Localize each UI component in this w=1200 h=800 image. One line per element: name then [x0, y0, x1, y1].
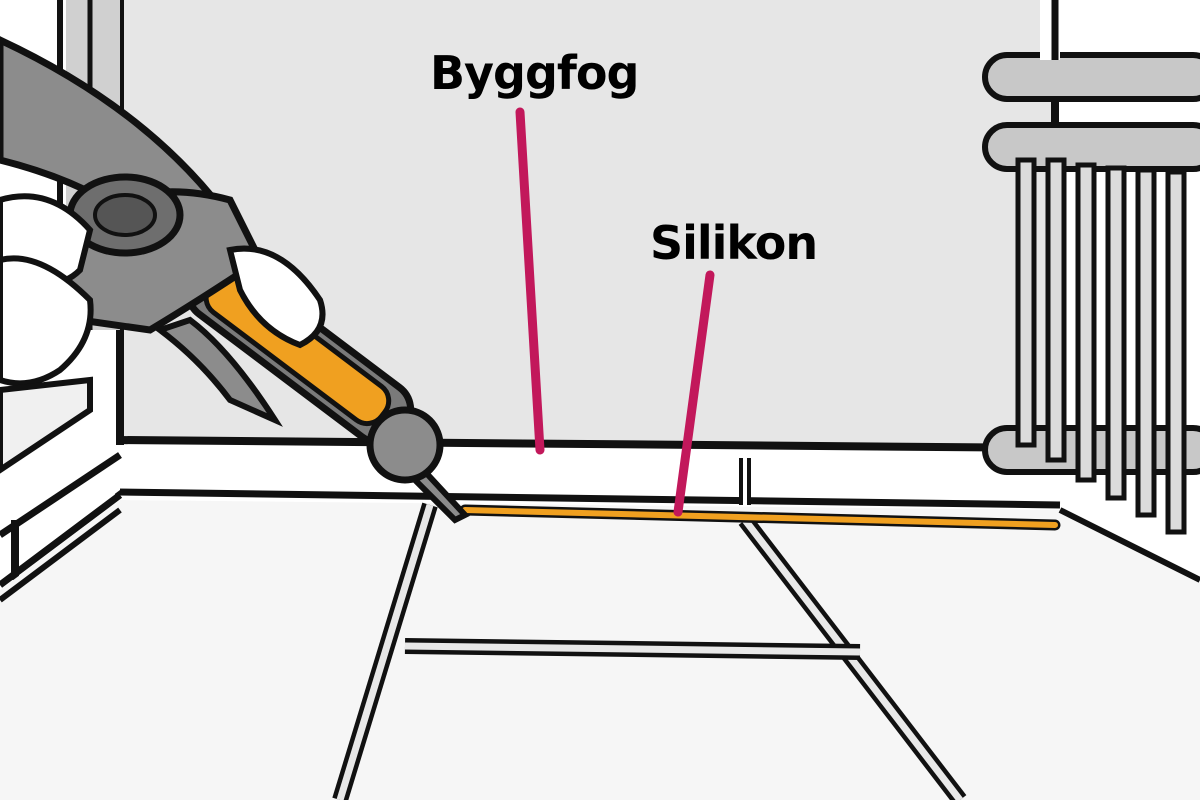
silikon-leader-line [673, 270, 715, 517]
leader-lines [515, 107, 715, 517]
floor-tiles [0, 500, 1200, 800]
byggfog-leader-line [515, 107, 545, 455]
silikon-label: Silikon [650, 216, 818, 270]
skirting-board [0, 436, 1061, 588]
silicone-bead [459, 504, 1061, 531]
byggfog-label: Byggfog [430, 46, 639, 100]
balcony-railing-icon [982, 0, 1200, 535]
gloved-hand-icon [0, 193, 326, 474]
